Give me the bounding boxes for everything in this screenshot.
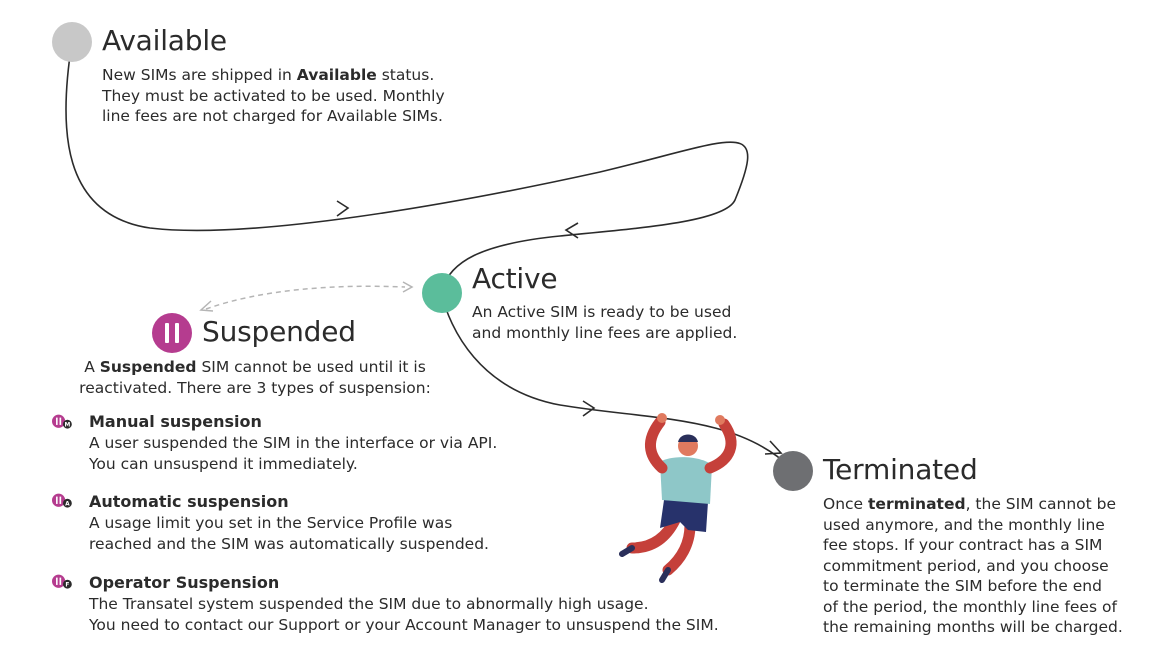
terminated-status-dot — [773, 451, 813, 491]
suspended-description: A Suspended SIM cannot be used until it … — [79, 358, 431, 397]
available-to-active-line — [65, 41, 749, 291]
available-status-dot — [52, 22, 92, 62]
manual-suspension-icon: M — [52, 414, 72, 429]
svg-text:F: F — [65, 583, 69, 589]
active-status-dot — [422, 273, 462, 313]
arrow-head-4 — [764, 440, 783, 455]
arrow-head-1 — [336, 200, 350, 217]
active-suspended-dashed-line — [205, 285, 406, 310]
automatic-suspension-title: Automatic suspension — [89, 492, 289, 511]
terminated-title: Terminated — [823, 453, 978, 486]
automatic-suspension-icon: A — [52, 493, 72, 508]
arrow-head-2 — [564, 222, 579, 239]
suspended-status-dot — [152, 313, 192, 353]
active-title: Active — [472, 262, 558, 295]
active-description: An Active SIM is ready to be used and mo… — [472, 303, 738, 342]
operator-suspension-icon: F — [52, 574, 72, 589]
dashed-arrow-head-left — [199, 300, 214, 312]
manual-suspension-description: A user suspended the SIM in the interfac… — [89, 434, 498, 473]
available-title: Available — [102, 24, 227, 57]
automatic-suspension-description: A usage limit you set in the Service Pro… — [89, 514, 489, 553]
suspended-title: Suspended — [202, 315, 356, 348]
dashed-arrow-head-right — [402, 281, 414, 293]
operator-suspension-description: The Transatel system suspended the SIM d… — [89, 595, 719, 634]
arrow-head-3 — [582, 400, 596, 417]
jumping-person-illustration — [619, 413, 737, 583]
svg-text:A: A — [65, 502, 70, 508]
available-description: New SIMs are shipped in Available status… — [102, 66, 445, 125]
operator-suspension-title: Operator Suspension — [89, 573, 280, 592]
terminated-description: Once terminated, the SIM cannot be used … — [823, 495, 1123, 636]
svg-text:M: M — [64, 423, 70, 429]
pause-icon — [165, 323, 169, 343]
manual-suspension-title: Manual suspension — [89, 412, 262, 431]
